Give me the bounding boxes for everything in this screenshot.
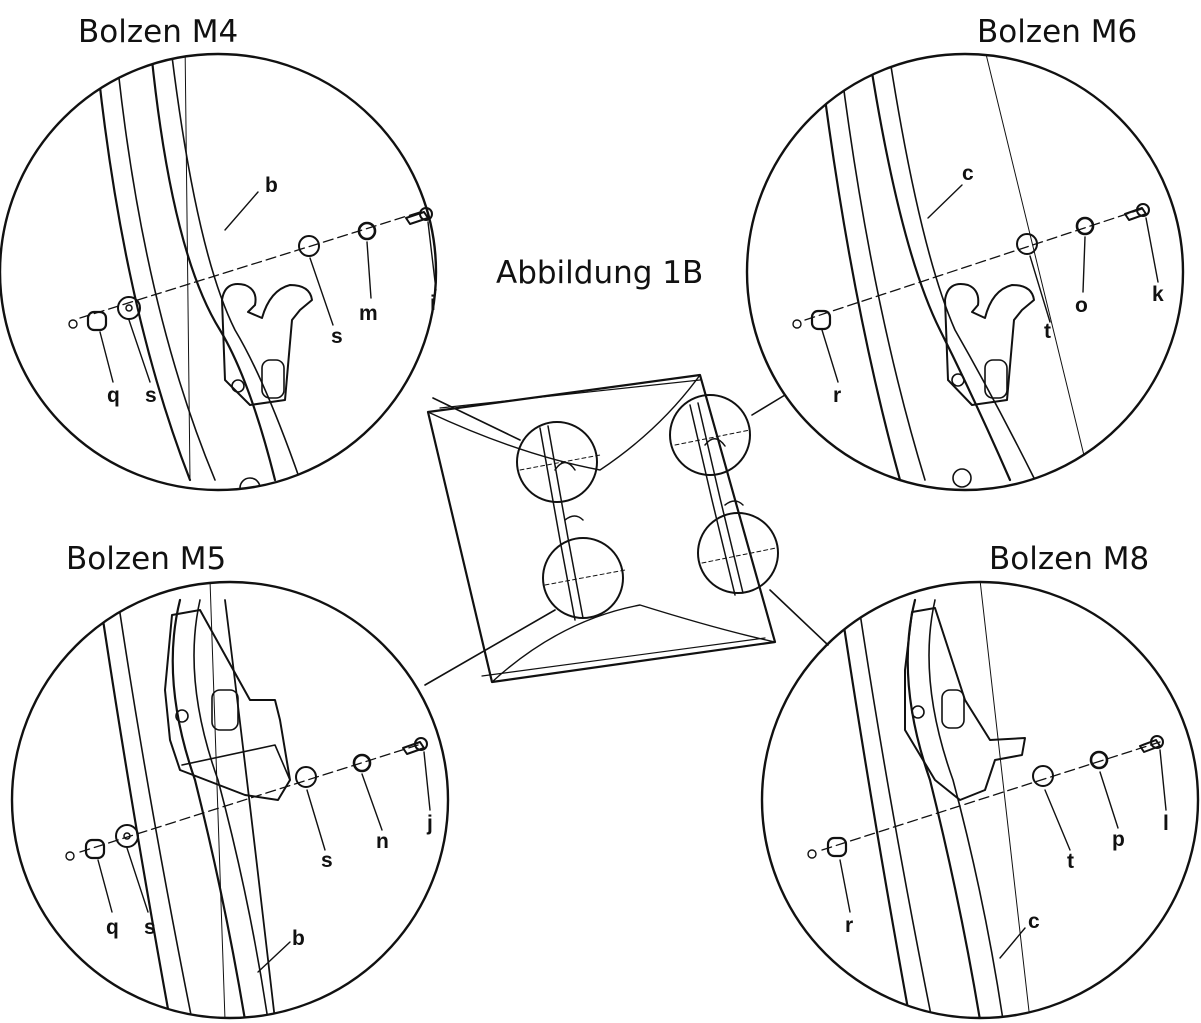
detail-circle-m8 [760, 580, 1200, 1020]
label-m4-bracket: b [265, 174, 278, 197]
part-labels: b s m i q s c t o k r b s n j q s c t p … [106, 162, 1169, 950]
heading-bolzen-m5: Bolzen M5 [66, 541, 227, 577]
heading-bolzen-m8: Bolzen M8 [989, 541, 1150, 577]
label-m4-spacer: q [107, 384, 120, 407]
label-m4-bolt: i [430, 292, 436, 315]
label-m4-nut: m [359, 302, 378, 325]
label-m8-bracket: c [1028, 910, 1040, 933]
label-m8-spacer: r [845, 914, 853, 937]
label-m4-washer-front: s [331, 325, 343, 348]
label-m4-washer-back: s [145, 384, 157, 407]
label-m6-bracket: c [962, 162, 974, 185]
label-m8-bolt: l [1163, 812, 1169, 835]
label-m6-washer-front: t [1044, 320, 1051, 343]
label-m6-bolt: k [1152, 283, 1164, 306]
label-m5-bracket: b [292, 927, 305, 950]
label-m5-spacer: q [106, 916, 119, 939]
leader-lines [424, 394, 829, 686]
heading-bolzen-m4: Bolzen M4 [78, 14, 239, 50]
label-m6-nut: o [1075, 294, 1088, 317]
label-m5-bolt: j [426, 812, 433, 835]
label-m5-nut: n [376, 830, 389, 853]
label-m5-washer-back: s [144, 916, 156, 939]
detail-circle-m6 [745, 52, 1185, 492]
center-plate-illustration [426, 373, 779, 684]
detail-circle-m4 [0, 52, 438, 492]
label-m6-spacer: r [833, 384, 841, 407]
label-m8-washer-front: t [1067, 850, 1074, 873]
label-m8-nut: p [1112, 828, 1125, 851]
figure-title: Abbildung 1B [496, 255, 704, 291]
detail-circle-m5 [10, 580, 450, 1020]
heading-bolzen-m6: Bolzen M6 [977, 14, 1138, 50]
label-m5-washer-front: s [321, 849, 333, 872]
